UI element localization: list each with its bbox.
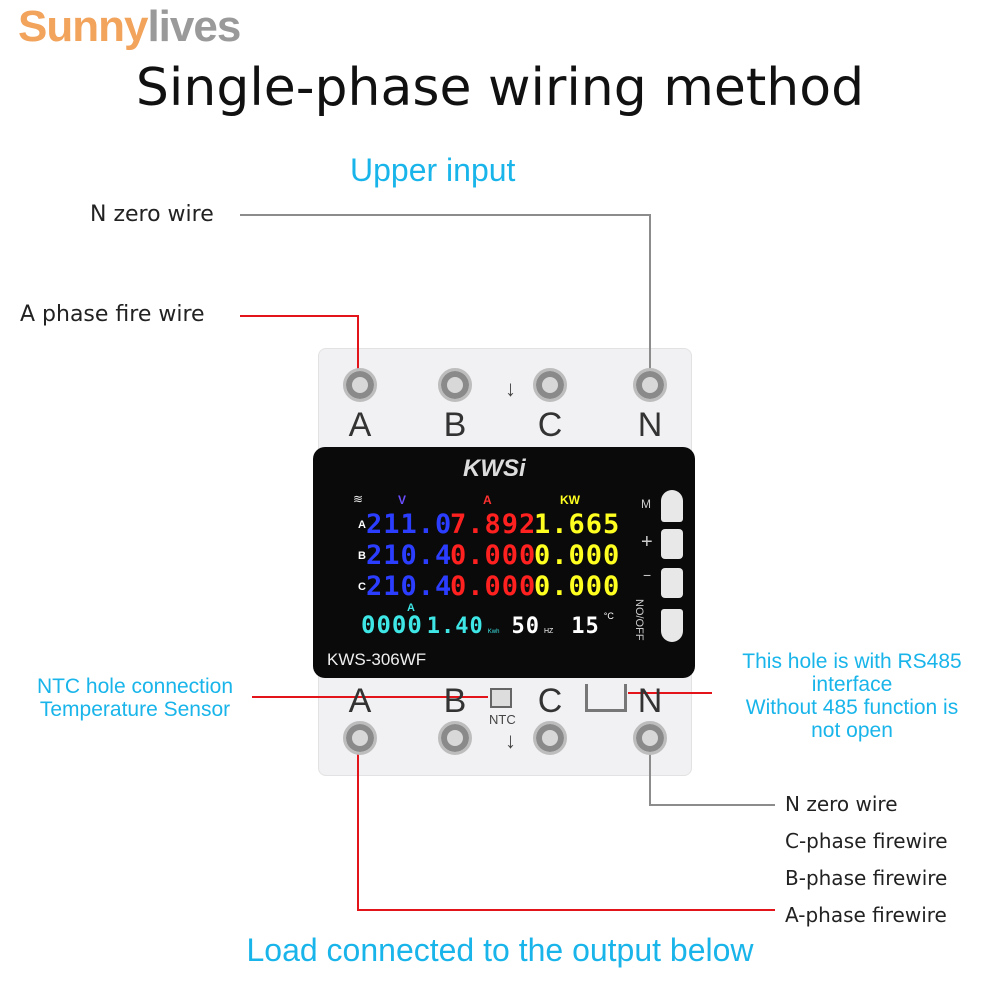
terminal-top-c <box>533 368 567 402</box>
button-m-label: M <box>641 497 651 511</box>
bottom-readings: 0000 1.40 Kwh 50 HZ 15 °C <box>361 611 614 639</box>
onoff-button[interactable] <box>661 609 683 642</box>
terminal-bottom-c <box>533 721 567 755</box>
terminal-label: C <box>537 682 563 720</box>
energy-unit-a: A <box>407 602 415 614</box>
arrow-down-icon: ↓ <box>505 728 516 753</box>
terminal-label: N <box>637 406 663 444</box>
phase-label: B <box>358 549 366 562</box>
a-wire-bottom-line <box>357 752 775 911</box>
brand-logo: Sunnylives <box>18 2 241 51</box>
terminal-bottom-n <box>633 721 667 755</box>
ntc-label: NTC <box>489 712 516 727</box>
device-model: KWS-306WF <box>327 650 427 669</box>
load-output-label: Load connected to the output below <box>246 932 754 968</box>
ntc-hole <box>490 688 512 708</box>
voltage-value: 211.0 <box>365 509 453 540</box>
energy-value: 1.40 <box>426 614 484 639</box>
temperature-unit: °C <box>603 611 614 621</box>
terminal-bottom-a <box>343 721 377 755</box>
button-minus-label: − <box>643 567 652 583</box>
upper-input-label: Upper input <box>350 152 516 188</box>
button-plus-label: + <box>641 531 653 553</box>
terminal-top-a <box>343 368 377 402</box>
terminal-label: N <box>637 682 663 720</box>
rs485-annotation-line: interface <box>811 673 893 696</box>
power-value: 0.000 <box>533 571 621 602</box>
terminal-label: B <box>443 406 467 444</box>
rs485-annotation-line: This hole is with RS485 <box>742 650 962 673</box>
phase-label: A <box>358 518 366 531</box>
terminal-label: A <box>348 682 372 720</box>
n-wire-bottom-line <box>649 752 775 806</box>
plus-button[interactable] <box>661 529 683 559</box>
header-amps: A <box>483 493 492 507</box>
frequency-unit: HZ <box>543 628 554 635</box>
counter-value: 0000 <box>361 611 423 639</box>
rs485-hole <box>585 684 627 712</box>
n-zero-wire-top-label: N zero wire <box>90 202 214 227</box>
power-value: 1.665 <box>533 509 621 540</box>
header-kw: KW <box>560 493 580 507</box>
frequency-value: 50 <box>511 614 540 639</box>
temperature-value: 15 <box>571 614 600 639</box>
c-phase-label: C-phase firewire <box>785 829 948 853</box>
b-phase-label: B-phase firewire <box>785 866 948 890</box>
terminal-label: A <box>348 406 372 444</box>
m-button[interactable] <box>661 490 683 522</box>
a-phase-bottom-label: A-phase firewire <box>785 903 947 927</box>
minus-button[interactable] <box>661 568 683 598</box>
current-value: 0.000 <box>449 540 537 571</box>
page-title: Single-phase wiring method <box>135 58 865 118</box>
terminal-top-n <box>633 368 667 402</box>
current-value: 7.892 <box>449 509 537 540</box>
ntc-annotation-line: Temperature Sensor <box>39 698 231 721</box>
a-phase-top-label: A phase fire wire <box>20 302 205 327</box>
power-value: 0.000 <box>533 540 621 571</box>
n-wire-top-line <box>240 214 651 378</box>
terminal-label: B <box>443 682 467 720</box>
device-brand: KWSi <box>463 455 526 482</box>
rs485-annotation-line: not open <box>811 719 893 742</box>
voltage-value: 210.4 <box>365 571 453 602</box>
ntc-annotation-line: NTC hole connection <box>36 675 234 698</box>
phase-label: C <box>358 580 366 593</box>
arrow-down-icon: ↓ <box>505 376 516 401</box>
rs485-annotation-line: Without 485 function is <box>745 696 959 719</box>
energy-unit: Kwh <box>487 629 500 635</box>
voltage-value: 210.4 <box>365 540 453 571</box>
button-onoff-label: NO/OFF <box>633 599 645 641</box>
header-volts: V <box>398 493 407 507</box>
terminal-top-b <box>438 368 472 402</box>
wifi-icon: ≋ <box>353 492 364 506</box>
terminal-bottom-b <box>438 721 472 755</box>
terminal-label: C <box>537 406 563 444</box>
a-wire-top-line <box>240 315 359 378</box>
current-value: 0.000 <box>449 571 537 602</box>
n-zero-wire-bottom-label: N zero wire <box>785 792 898 816</box>
